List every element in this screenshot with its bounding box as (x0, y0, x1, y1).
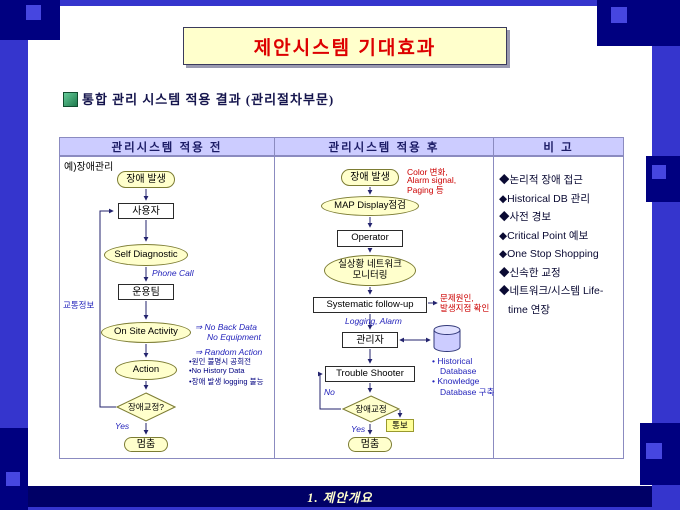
decision-diamond-icon (115, 392, 177, 422)
decision-diamond-icon (341, 395, 401, 423)
col-header-remarks: 비 고 (493, 137, 624, 156)
before-onsite-node: On Site Activity (101, 322, 191, 343)
after-map-check-node: MAP Display점검 (321, 196, 419, 216)
before-fault-node: 장애 발생 (117, 171, 175, 188)
col-header-remarks-label: 비 고 (543, 141, 574, 154)
before-traffic-info-label: 교통정보 (63, 300, 95, 310)
before-no-equipment-label: No Equipment (207, 332, 261, 342)
after-logging-alarm-label: Logging, Alarm (345, 316, 402, 326)
before-decision-node: 장애교정? (115, 392, 177, 422)
slide-title-box: 제안시스템 기대효과 (183, 27, 507, 65)
after-problem-label-2: 발생지점 확인 (440, 303, 490, 313)
corner-decoration (26, 5, 41, 20)
before-action-note-1: •원인 불명시 공회전 (189, 357, 251, 366)
before-yes-label: Yes (115, 421, 130, 431)
before-self-diagnostic-node: Self Diagnostic (104, 244, 188, 266)
before-phone-call-label: Phone Call (152, 268, 194, 278)
corner-decoration (597, 0, 680, 46)
col-header-after: 관리시스템 적용 후 (274, 137, 494, 156)
after-stop-node: 멈춤 (348, 437, 392, 452)
after-decision-node: 장애교정 (341, 395, 401, 423)
after-db-label-3: • Knowledge (432, 376, 480, 386)
after-trouble-shooter-node: Trouble Shooter (325, 366, 415, 382)
col-header-before-label: 관리시스템 적용 전 (111, 141, 223, 154)
corner-decoration (611, 7, 627, 23)
before-ops-team-node: 운용팀 (118, 284, 174, 300)
remarks-list: ◆논리적 장애 접근 ◆Historical DB 관리 ◆사전 경보 ◆Cri… (499, 171, 621, 319)
edge-decoration (652, 165, 666, 179)
after-signal-label-3: Paging 등 (407, 185, 444, 195)
remark-item: ◆Historical DB 관리 (499, 192, 590, 205)
footer-text: 1. 제안개요 (307, 491, 373, 505)
table-divider (493, 156, 494, 459)
table-body-frame (59, 156, 624, 459)
remark-item: ◆One Stop Shopping (499, 248, 599, 260)
remark-item: ◆네트워크/시스템 Life-time 연장 (499, 285, 604, 316)
section-heading: 통합 관리 시스템 적용 결과 (관리절차부문) (82, 92, 335, 107)
after-db-label-1: • Historical (432, 356, 473, 366)
after-db-label-4: Database 구축 (440, 387, 495, 397)
after-decision-label: 장애교정 (355, 404, 387, 414)
col-header-before: 관리시스템 적용 전 (59, 137, 275, 156)
before-decision-label: 장애교정? (127, 402, 164, 412)
remark-item: ◆Critical Point 예보 (499, 229, 589, 242)
after-signal-label-2: Alarm signal, (407, 175, 457, 185)
database-icon (432, 324, 462, 359)
after-monitoring-line1: 실상황 네트워크 (338, 259, 402, 271)
before-random-action-label: ⇒ Random Action (195, 347, 263, 357)
table-divider (274, 156, 275, 459)
corner-decoration (6, 472, 20, 486)
slide-title: 제안시스템 기대효과 (253, 37, 437, 59)
after-monitoring-line2: 모니터링 (352, 269, 388, 281)
before-action-note-2: •No History Data (189, 366, 245, 375)
corner-decoration (646, 443, 662, 459)
after-no-label: No (324, 387, 335, 397)
after-monitoring-node: 실상황 네트워크 모니터링 (324, 255, 416, 286)
corner-decoration (0, 428, 28, 510)
before-stop-node: 멈춤 (124, 437, 168, 452)
remark-item: ◆논리적 장애 접근 (499, 174, 583, 186)
after-operator-node: Operator (337, 230, 403, 247)
footer-bar: 1. 제안개요 (28, 486, 652, 507)
before-example-label: 예)장애관리 (64, 162, 114, 173)
section-marker-icon (63, 92, 78, 107)
after-fault-node: 장애 발생 (341, 169, 399, 186)
after-problem-label-1: 문제원인, (440, 293, 474, 303)
after-signal-label-1: Color 변화, (407, 167, 448, 177)
after-db-label-2: Database (440, 366, 477, 376)
before-action-node: Action (115, 360, 177, 380)
after-manager-node: 관리자 (342, 332, 398, 348)
col-header-after-label: 관리시스템 적용 후 (328, 141, 440, 154)
before-action-note-3: •장애 발생 logging 불능 (189, 377, 264, 386)
edge-decoration (646, 156, 680, 202)
before-user-node: 사용자 (118, 203, 174, 219)
remark-item: ◆사전 경보 (499, 211, 552, 223)
after-follow-up-node: Systematic follow-up (313, 297, 427, 313)
after-yes-label: Yes (351, 424, 366, 434)
before-no-back-data-label: ⇒ No Back Data (195, 322, 257, 332)
after-notify-node: 통보 (386, 419, 414, 432)
remark-item: ◆신속한 교정 (499, 266, 561, 279)
